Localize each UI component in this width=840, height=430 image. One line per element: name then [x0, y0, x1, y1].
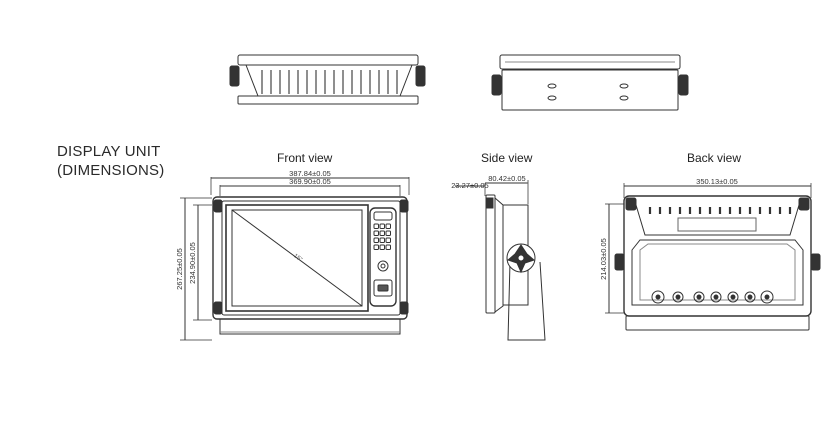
back-width: 350.13±0.05	[696, 177, 738, 186]
front-view-label: Front view	[277, 151, 333, 165]
heading-line-1: DISPLAY UNIT	[57, 143, 161, 160]
front-width-outer: 387.84±0.05	[289, 169, 331, 178]
front-width-inner: 369.90±0.05	[289, 177, 331, 186]
side-view-label: Side view	[481, 151, 533, 165]
side-view-drawing	[455, 180, 546, 341]
side-depth-small: 23.27±0.05	[451, 181, 488, 190]
heading-line-2: (DIMENSIONS)	[57, 162, 165, 179]
back-height: 214.03±0.05	[599, 238, 608, 280]
screen-diagonal-label: 15"	[292, 253, 303, 263]
side-depth-total: 80.42±0.05	[488, 174, 525, 183]
front-view-drawing	[180, 177, 410, 341]
front-height-outer: 267.25±0.05	[175, 248, 184, 290]
front-height-inner: 234.90±0.05	[188, 242, 197, 284]
back-view-drawing	[605, 183, 821, 331]
top-view-bracket	[491, 54, 689, 111]
back-view-label: Back view	[687, 151, 742, 165]
top-view-heatsink	[229, 54, 426, 105]
